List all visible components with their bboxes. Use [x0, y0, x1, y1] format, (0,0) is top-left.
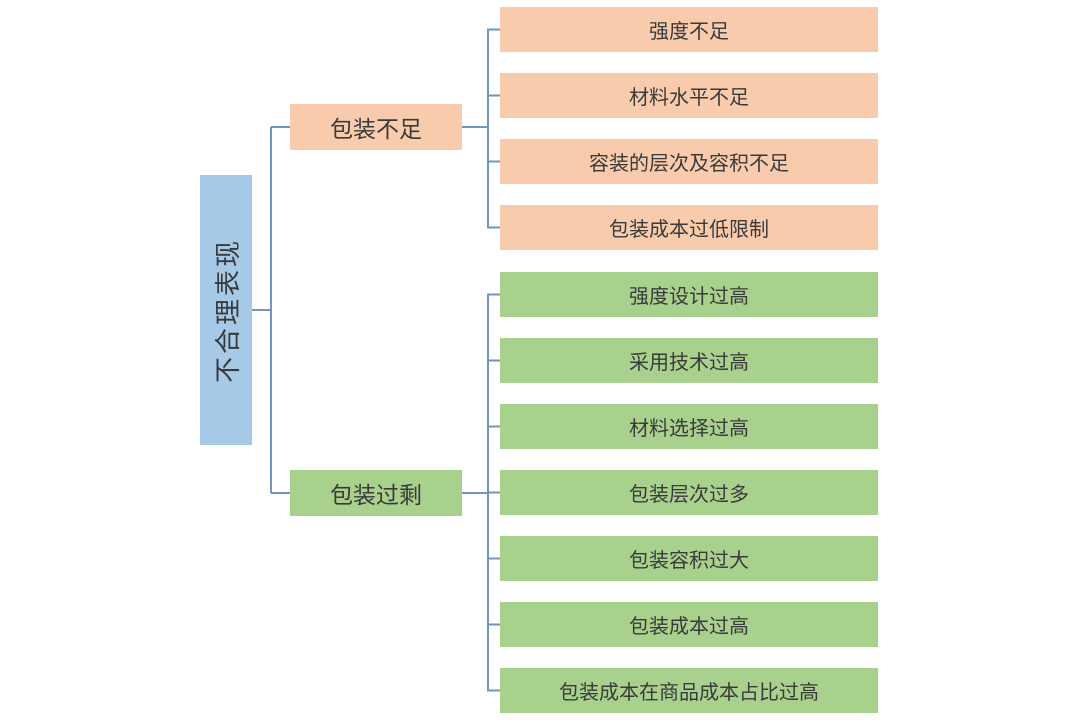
leaf-node: 强度不足 [500, 7, 878, 52]
branch-node-label: 包装过剩 [330, 482, 422, 508]
branch-node-label: 包装不足 [330, 116, 422, 142]
leaf-node: 采用技术过高 [500, 338, 878, 383]
leaf-node: 容装的层次及容积不足 [500, 139, 878, 184]
branch-node-overpackaging: 包装过剩 [290, 470, 462, 516]
leaf-node: 包装容积过大 [500, 536, 878, 581]
leaf-node-label: 包装成本过高 [629, 616, 749, 638]
branch-node-underpackaging: 包装不足 [290, 104, 462, 150]
leaf-node: 包装层次过多 [500, 470, 878, 515]
root-node: 不合理表现 [200, 175, 252, 445]
leaf-node: 材料选择过高 [500, 404, 878, 449]
leaf-node-label: 材料选择过高 [629, 418, 749, 440]
leaf-node-label: 包装成本过低限制 [609, 219, 769, 241]
leaf-node: 材料水平不足 [500, 73, 878, 118]
leaf-node-label: 包装容积过大 [629, 550, 749, 572]
leaf-node-label: 采用技术过高 [629, 352, 749, 374]
leaf-node: 包装成本过高 [500, 602, 878, 647]
leaf-node-label: 强度设计过高 [629, 286, 749, 308]
leaf-node: 包装成本过低限制 [500, 205, 878, 250]
leaf-node-label: 包装层次过多 [629, 484, 749, 506]
leaf-node-label: 包装成本在商品成本占比过高 [559, 682, 819, 704]
leaf-node-label: 强度不足 [649, 21, 729, 43]
leaf-node-label: 材料水平不足 [629, 87, 749, 109]
root-node-label: 不合理表现 [212, 237, 243, 383]
leaf-node: 强度设计过高 [500, 272, 878, 317]
leaf-node: 包装成本在商品成本占比过高 [500, 668, 878, 713]
leaf-node-label: 容装的层次及容积不足 [589, 153, 789, 175]
